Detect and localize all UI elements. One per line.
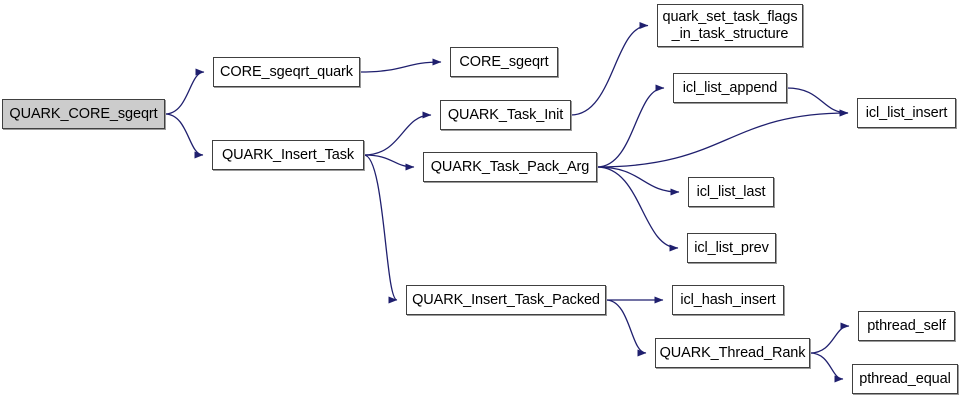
graph-edge-quark-insert-task-packed-to-quark-thread-rank: [605, 299, 647, 357]
graph-node-quark-task-pack-arg[interactable]: QUARK_Task_Pack_Arg: [423, 152, 597, 182]
graph-node-label: QUARK_CORE_sgeqrt: [9, 105, 158, 122]
graph-node-quark-task-init[interactable]: QUARK_Task_Init: [440, 100, 571, 130]
graph-node-label: icl_list_prev: [694, 239, 769, 256]
graph-edge-icl-list-append-to-icl-list-insert: [786, 87, 849, 117]
graph-node-label: QUARK_Insert_Task: [221, 146, 355, 163]
graph-node-pthread-equal[interactable]: pthread_equal: [852, 364, 958, 394]
graph-edge-core-sgeqrt-quark-to-core-sgeqrt: [359, 58, 442, 73]
graph-node-quark-insert-task[interactable]: QUARK_Insert_Task: [212, 140, 364, 170]
graph-node-label: icl_list_append: [682, 79, 778, 96]
graph-node-label: pthread_self: [867, 317, 946, 334]
graph-node-quark-insert-task-packed[interactable]: QUARK_Insert_Task_Packed: [406, 285, 606, 315]
graph-edge-quark-insert-task-to-quark-insert-task-packed: [363, 154, 398, 304]
graph-node-label: pthread_equal: [859, 370, 951, 387]
graph-node-icl-list-append[interactable]: icl_list_append: [673, 73, 787, 103]
graph-edge-quark-insert-task-to-quark-task-pack-arg: [363, 154, 415, 171]
graph-node-label: CORE_sgeqrt: [459, 53, 549, 70]
graph-node-icl-hash-insert[interactable]: icl_hash_insert: [672, 285, 784, 315]
graph-edge-quark-task-pack-arg-to-icl-list-append: [596, 84, 665, 168]
graph-node-quark-set-task-flags[interactable]: quark_set_task_flags _in_task_structure: [657, 4, 803, 47]
graph-edge-quark-thread-rank-to-pthread-equal: [809, 352, 844, 383]
graph-node-label: quark_set_task_flags _in_task_structure: [662, 8, 798, 42]
graph-node-core-sgeqrt-quark[interactable]: CORE_sgeqrt_quark: [213, 57, 360, 87]
graph-node-core-sgeqrt[interactable]: CORE_sgeqrt: [450, 47, 558, 77]
graph-node-label: icl_list_last: [696, 183, 766, 200]
graph-edge-quark-thread-rank-to-pthread-self: [809, 322, 850, 354]
graph-node-label: icl_hash_insert: [680, 291, 776, 308]
graph-edge-quark-task-pack-arg-to-icl-list-last: [596, 166, 680, 196]
graph-node-label: QUARK_Task_Init: [447, 106, 564, 123]
graph-edge-quark-task-init-to-quark-set-task-flags: [570, 22, 649, 116]
graph-node-label: QUARK_Task_Pack_Arg: [430, 158, 590, 175]
graph-node-label: CORE_sgeqrt_quark: [220, 63, 353, 80]
graph-node-icl-list-insert[interactable]: icl_list_insert: [857, 98, 956, 128]
graph-node-pthread-self[interactable]: pthread_self: [858, 311, 955, 341]
graph-node-quark-core-sgeqrt[interactable]: QUARK_CORE_sgeqrt: [2, 99, 165, 129]
graph-node-icl-list-last[interactable]: icl_list_last: [688, 177, 774, 207]
graph-node-quark-thread-rank[interactable]: QUARK_Thread_Rank: [655, 338, 810, 368]
graph-node-label: icl_list_insert: [865, 104, 948, 121]
graph-node-label: QUARK_Thread_Rank: [659, 344, 806, 361]
graph-node-icl-list-prev[interactable]: icl_list_prev: [687, 233, 776, 263]
graph-edge-quark-task-pack-arg-to-icl-list-insert: [596, 109, 849, 168]
graph-edge-quark-core-sgeqrt-to-core-sgeqrt-quark: [164, 68, 205, 115]
graph-edge-quark-core-sgeqrt-to-quark-insert-task: [164, 113, 204, 159]
graph-node-label: QUARK_Insert_Task_Packed: [412, 291, 600, 308]
graph-edge-quark-task-pack-arg-to-icl-list-prev: [596, 166, 679, 252]
graph-edge-quark-insert-task-to-quark-task-init: [363, 111, 432, 156]
